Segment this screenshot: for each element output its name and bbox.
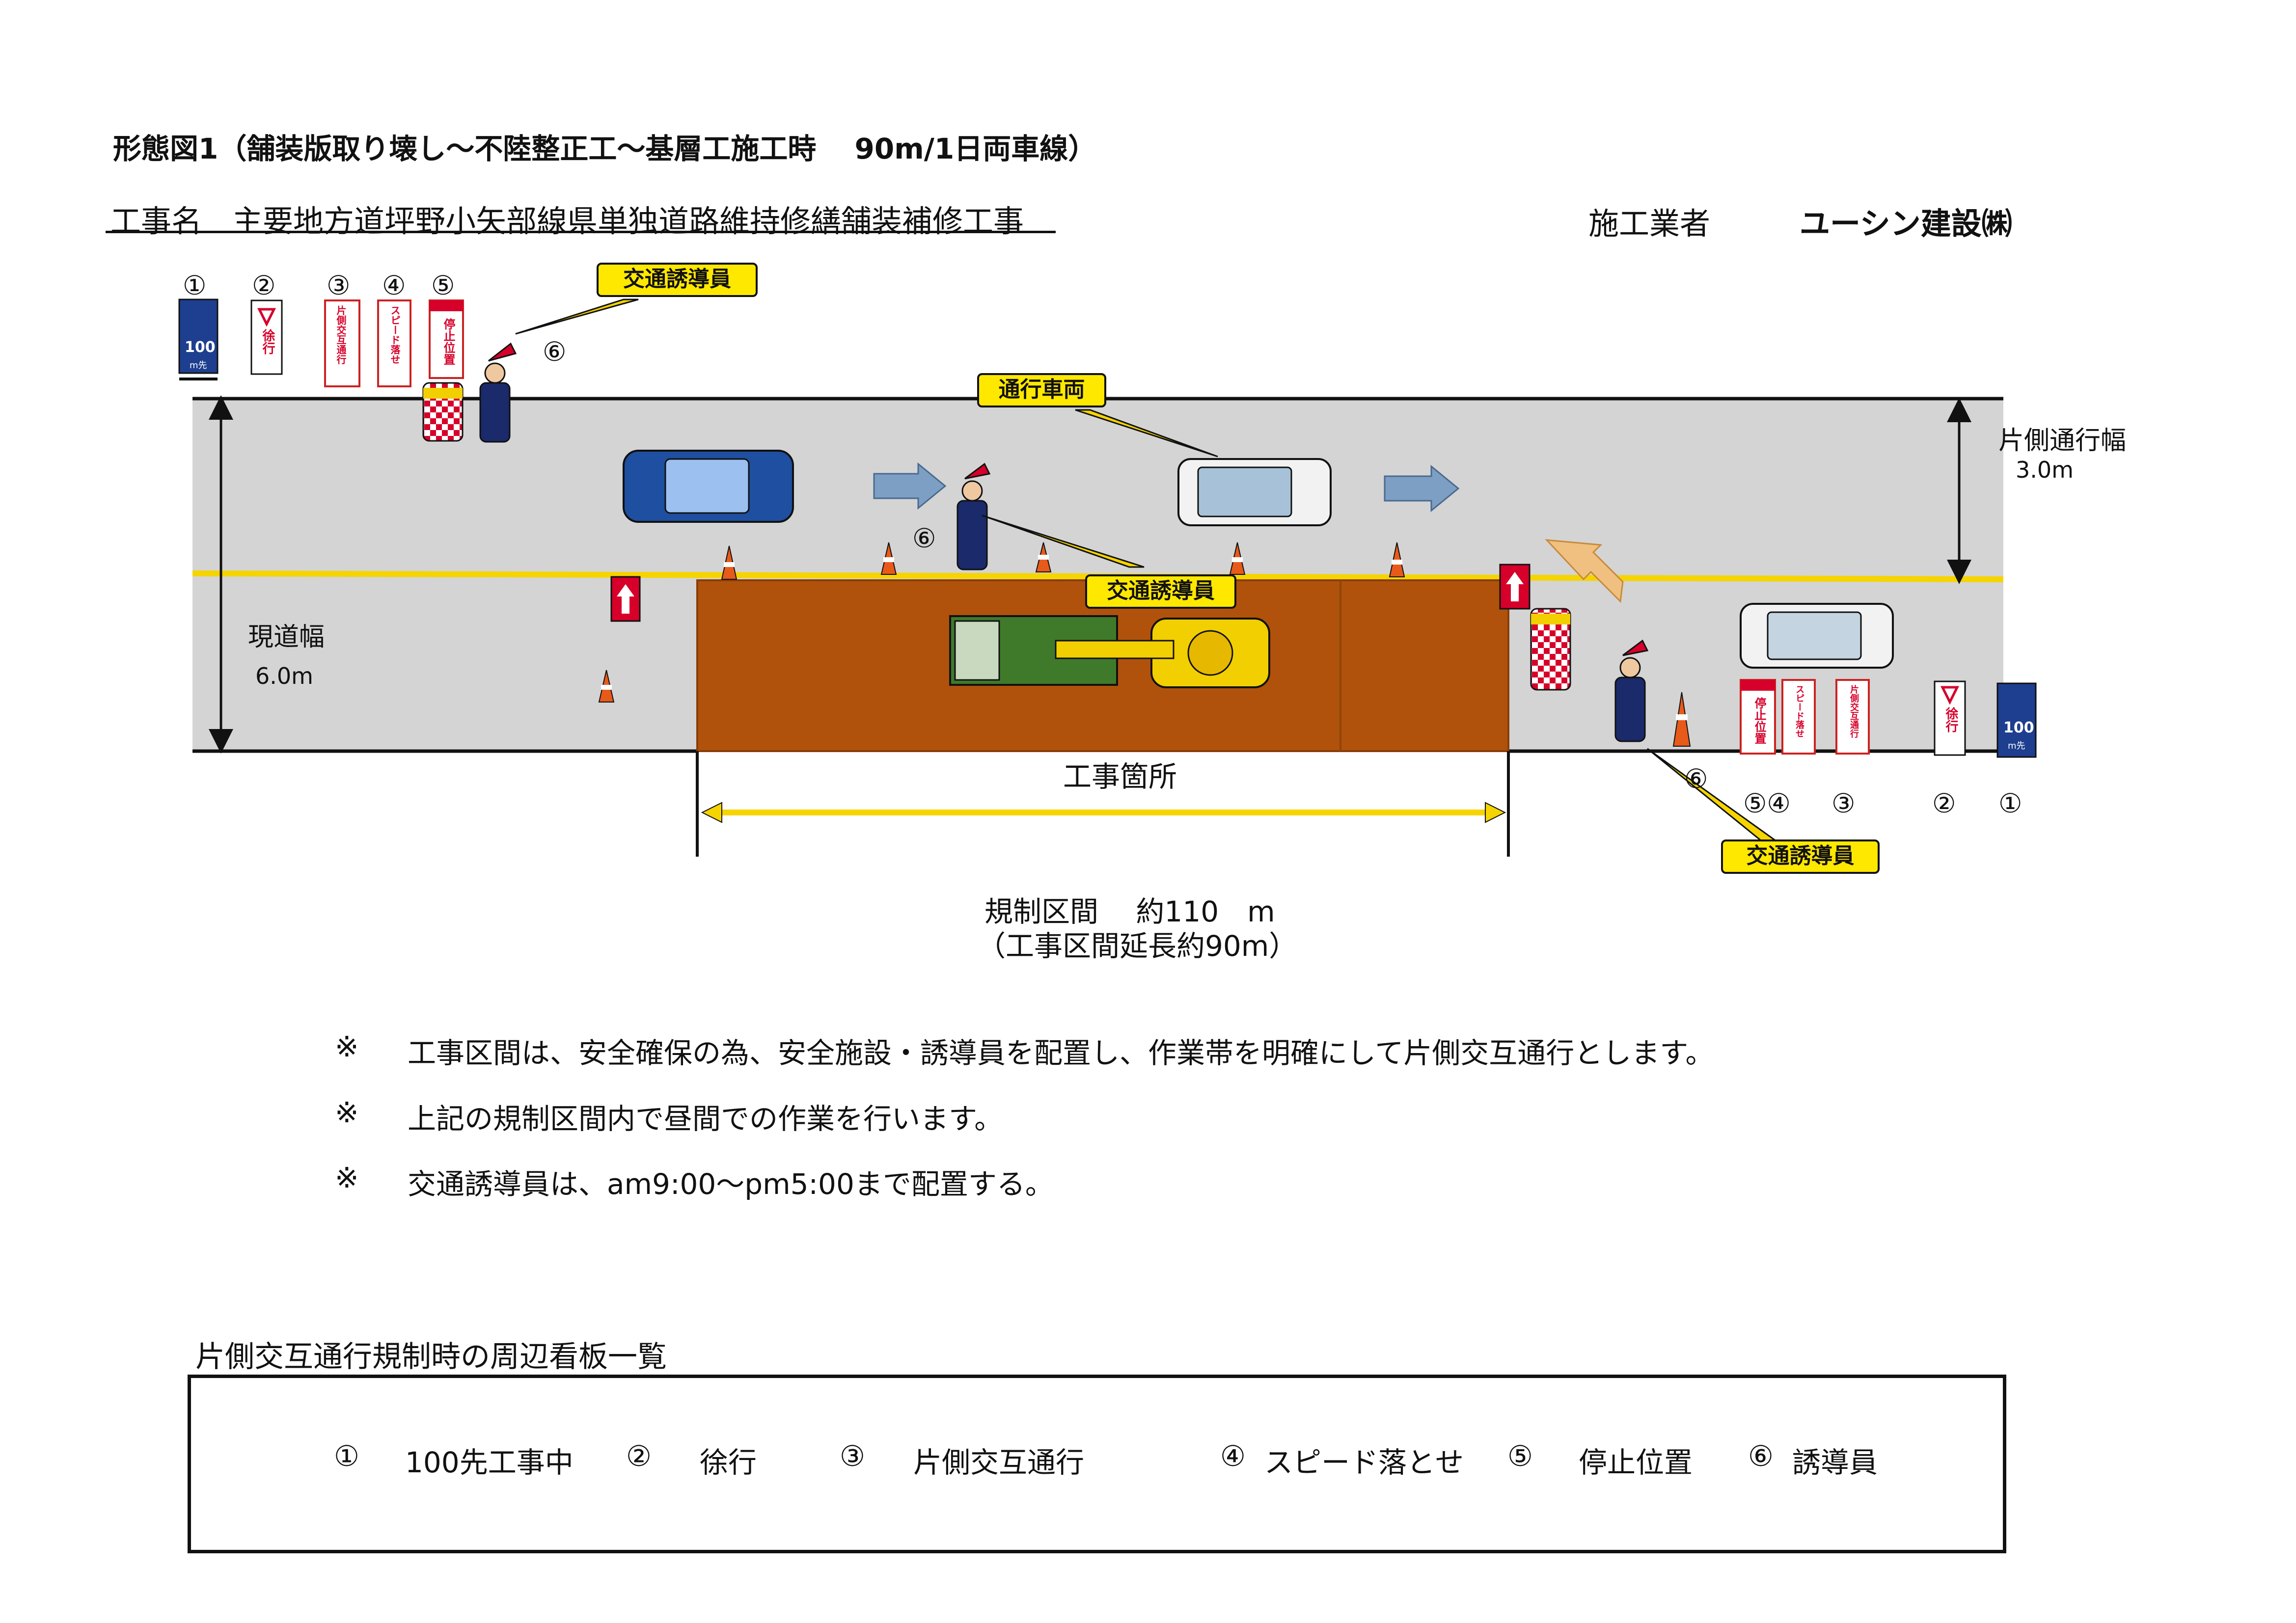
sign-3-right-text: 片側交互通行 — [1849, 685, 1859, 738]
callout-pointers — [515, 298, 1780, 843]
legend-num-3: ③ — [840, 1439, 865, 1473]
legend-label-6: 誘導員 — [1792, 1446, 1878, 1479]
barrier-drums — [422, 382, 1571, 691]
sign-number-1: ① — [183, 270, 207, 301]
page-title: 形態図1（舗装版取り壊し～不陸整正工～基層工施工時 90m/1日両車線） — [113, 132, 1097, 165]
vehicle-white-center — [1177, 458, 1332, 526]
guard-number-center: ⑥ — [912, 523, 936, 554]
regulated-section-label: 規制区間 約110 m — [984, 895, 1275, 928]
sign-1-right-unit: m先 — [2008, 741, 2025, 751]
signs-right — [1740, 679, 2037, 758]
legend-num-6: ⑥ — [1748, 1439, 1774, 1473]
note-mark-1: ※ — [335, 1030, 359, 1063]
callout-vehicle: 通行車両 — [977, 373, 1106, 407]
work-site-label: 工事箇所 — [1063, 760, 1177, 793]
road-width-value: 6.0m — [255, 663, 313, 689]
callout-guard-top-left: 交通誘導員 — [597, 263, 758, 297]
contractor-label: 施工業者 — [1588, 206, 1711, 242]
lane-width-label: 片側通行幅 — [1998, 426, 2127, 456]
legend-box — [188, 1375, 2006, 1553]
work-length-label: （工事区間延長約90m） — [977, 929, 1298, 963]
sign-1-unit: m先 — [190, 360, 207, 371]
work-area — [696, 579, 1510, 857]
contractor-name: ユーシン建設㈱ — [1800, 206, 2012, 242]
sign-1-distance: 100 — [185, 339, 216, 356]
vehicle-white-right — [1740, 603, 1894, 669]
sign-number-right-54: ⑤④ — [1743, 788, 1791, 819]
note-1: 工事区間は、安全確保の為、安全施設・誘導員を配置し、作業帯を明確にして片側交互通… — [408, 1036, 1714, 1070]
sign-2-text: 徐行 — [260, 329, 275, 354]
guard-number-right: ⑥ — [1684, 763, 1708, 794]
signs-left — [178, 298, 464, 387]
legend-num-4: ④ — [1220, 1439, 1246, 1473]
sign-number-right-1: ① — [1998, 788, 2023, 819]
legend-label-2: 徐行 — [700, 1446, 757, 1479]
construction-machine — [949, 615, 1270, 688]
legend-num-5: ⑤ — [1507, 1439, 1533, 1473]
sign-number-4: ④ — [382, 270, 406, 301]
guard-number-top: ⑥ — [543, 336, 567, 367]
note-3: 交通誘導員は、am9:00～pm5:00まで配置する。 — [408, 1167, 1054, 1201]
note-mark-2: ※ — [335, 1096, 359, 1129]
sign-5-text: 停止位置 — [441, 318, 455, 365]
sign-number-3: ③ — [327, 270, 351, 301]
note-mark-3: ※ — [335, 1161, 359, 1194]
legend-num-1: ① — [334, 1439, 359, 1473]
project-underline — [106, 231, 1056, 233]
arrow-signs — [610, 564, 1531, 622]
sign-1-right-distance: 100 — [2003, 719, 2034, 736]
sign-4-text: スピード落せ — [389, 305, 401, 364]
sign-3-text: 片側交互通行 — [335, 305, 347, 364]
dimension-arrows — [209, 395, 1971, 754]
road-width-label: 現道幅 — [248, 622, 325, 652]
sign-number-right-3: ③ — [1831, 788, 1856, 819]
flag-persons — [479, 342, 1649, 742]
callout-guard-center: 交通誘導員 — [1085, 574, 1236, 609]
traffic-direction-arrows — [873, 462, 1624, 603]
note-2: 上記の規制区間内で昼間での作業を行います。 — [408, 1102, 1003, 1136]
sign-5-right-text: 停止位置 — [1752, 697, 1766, 744]
callout-guard-right: 交通誘導員 — [1721, 839, 1880, 874]
legend-num-2: ② — [626, 1439, 652, 1473]
legend-label-4: スピード落とせ — [1264, 1446, 1464, 1479]
vehicle-blue — [623, 450, 794, 523]
sign-number-2: ② — [252, 270, 276, 301]
traffic-cones — [598, 542, 1691, 747]
sign-number-right-2: ② — [1932, 788, 1956, 819]
sign-number-5: ⑤ — [431, 270, 455, 301]
legend-label-1: 100先工事中 — [405, 1446, 574, 1479]
legend-label-3: 片側交互通行 — [913, 1446, 1085, 1479]
sign-2-right-text: 徐行 — [1943, 707, 1958, 732]
lane-width-value: 3.0m — [2016, 457, 2074, 483]
legend-label-5: 停止位置 — [1579, 1446, 1693, 1479]
sign-4-right-text: スピード落せ — [1794, 685, 1804, 738]
legend-title: 片側交互通行規制時の周辺看板一覧 — [195, 1340, 667, 1374]
